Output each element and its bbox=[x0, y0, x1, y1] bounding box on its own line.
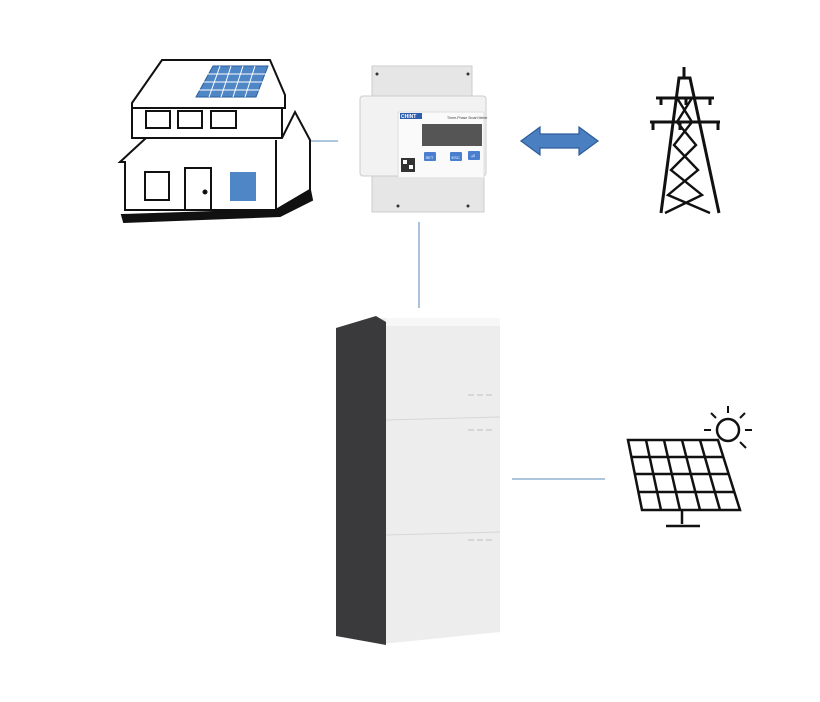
meter-set-button: SET bbox=[426, 155, 434, 160]
smart-meter: CHINT Three-Phase Smart Meter SET ESC ⏎ bbox=[359, 65, 488, 213]
solar-panel-icon bbox=[626, 406, 752, 528]
meter-enter-button: ⏎ bbox=[471, 154, 475, 160]
sun-icon bbox=[715, 417, 741, 443]
power-pylon-icon bbox=[650, 67, 721, 215]
house-icon bbox=[117, 59, 314, 224]
battery-unit bbox=[336, 316, 501, 645]
meter-title: Three-Phase Smart Meter bbox=[447, 116, 488, 120]
bidirectional-arrow-icon bbox=[519, 125, 600, 157]
meter-brand: CHINT bbox=[401, 114, 416, 120]
meter-esc-button: ESC bbox=[452, 155, 460, 160]
